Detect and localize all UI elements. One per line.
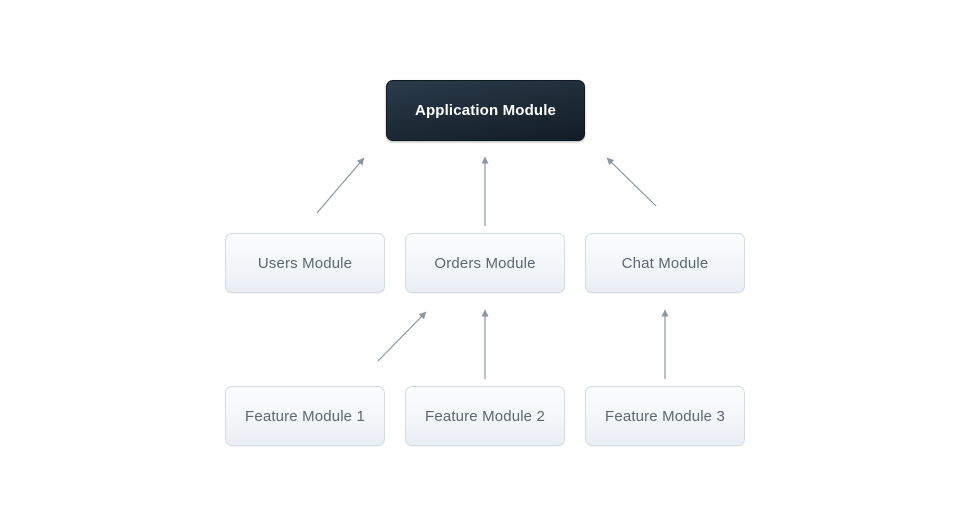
edge-chat-to-application [606, 157, 657, 207]
node-users-module[interactable]: Users Module [225, 233, 385, 293]
node-feature-module-2[interactable]: Feature Module 2 [405, 386, 565, 446]
node-label: Feature Module 3 [605, 407, 725, 425]
node-label: Chat Module [621, 254, 709, 272]
node-label: Users Module [257, 254, 353, 272]
node-feature-module-1[interactable]: Feature Module 1 [225, 386, 385, 446]
edge-feature1-to-orders [377, 311, 427, 362]
node-label: Application Module [414, 102, 557, 119]
edge-users-to-application [316, 157, 365, 214]
node-orders-module[interactable]: Orders Module [405, 233, 565, 293]
node-label: Orders Module [434, 254, 536, 272]
node-label: Feature Module 2 [425, 407, 545, 425]
node-application-module[interactable]: Application Module [386, 80, 585, 141]
node-feature-module-3[interactable]: Feature Module 3 [585, 386, 745, 446]
node-label: Feature Module 1 [245, 407, 365, 425]
node-chat-module[interactable]: Chat Module [585, 233, 745, 293]
